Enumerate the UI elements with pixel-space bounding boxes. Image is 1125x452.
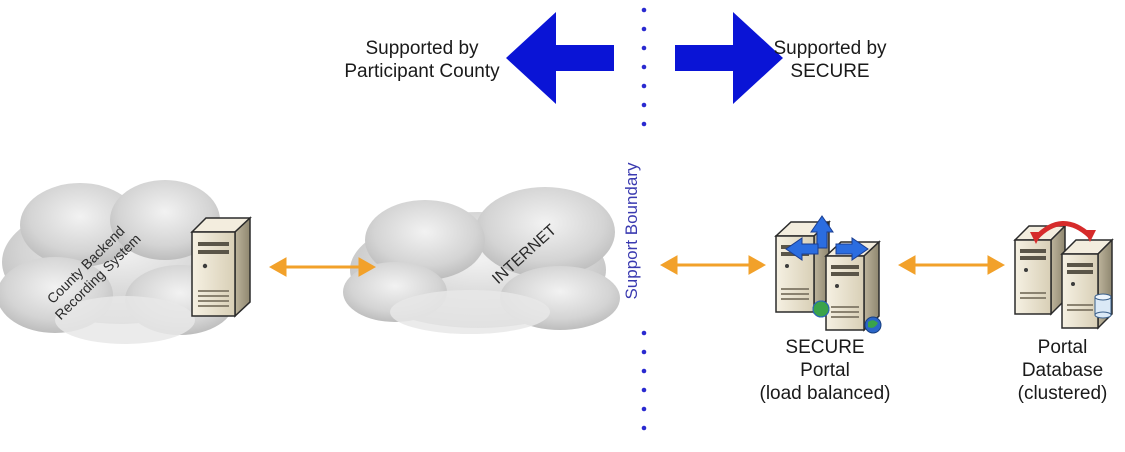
boundary-dot: [641, 387, 647, 393]
boundary-dot: [641, 26, 647, 32]
left-support-line-2: Participant County: [344, 61, 500, 82]
portal-label-line-3: (load balanced): [759, 383, 891, 404]
boundary-dot: [641, 349, 647, 355]
database-cylinder-icon: [1094, 293, 1112, 319]
internet-cloud: [343, 187, 620, 334]
portal-label-line-2: Portal: [800, 360, 850, 381]
county-cloud: [0, 180, 238, 344]
boundary-dot: [641, 330, 647, 336]
boundary-dot: [641, 45, 647, 51]
connector-boundary-portal: [659, 255, 767, 275]
boundary-dot: [641, 102, 647, 108]
boundary-dot: [641, 368, 647, 374]
right-arrow-icon: [675, 12, 783, 104]
database-label: Portal Database (clustered): [1000, 336, 1125, 405]
right-support-line-1: Supported by: [773, 38, 887, 59]
left-support-line-1: Supported by: [365, 38, 479, 59]
globe-icon: [812, 300, 882, 334]
boundary-dot: [641, 83, 647, 89]
right-support-line-2: SECURE: [790, 61, 870, 82]
cluster-sync-icon: [1030, 221, 1096, 244]
load-balancer-icon: [785, 215, 869, 261]
connector-county-internet: [268, 257, 377, 277]
boundary-dot: [641, 406, 647, 412]
portal-label-line-1: SECURE: [785, 337, 865, 358]
database-label-line-3: (clustered): [1017, 383, 1108, 404]
database-label-line-1: Portal: [1037, 337, 1088, 358]
support-boundary-line: [641, 7, 647, 431]
connector-portal-database: [897, 255, 1006, 275]
boundary-dot: [641, 7, 647, 13]
left-arrow-icon: [506, 12, 614, 104]
boundary-dot: [641, 64, 647, 70]
boundary-dot: [641, 425, 647, 431]
portal-label: SECURE Portal (load balanced): [745, 336, 905, 405]
right-support-label: Supported by SECURE: [755, 37, 905, 83]
county-server-icon: [190, 216, 252, 318]
boundary-dot: [641, 121, 647, 127]
database-label-line-2: Database: [1021, 360, 1104, 381]
support-boundary-label: Support Boundary: [622, 162, 641, 300]
left-support-label: Supported by Participant County: [312, 37, 532, 83]
